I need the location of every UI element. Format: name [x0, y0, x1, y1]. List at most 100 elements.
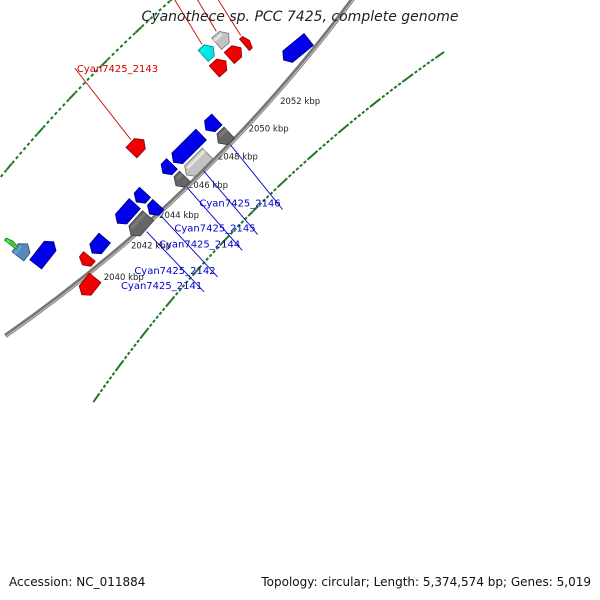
- gene-label[interactable]: Cyan7425_2146: [199, 199, 280, 210]
- tick-dot: [74, 90, 78, 94]
- gene-Cyan7425_2147[interactable]: [197, 44, 215, 62]
- tick-dot: [326, 139, 330, 144]
- tick-dot: [0, 173, 4, 178]
- tick-dot: [322, 143, 326, 147]
- tick-dot: [233, 227, 237, 232]
- gene-gene-2140-red[interactable]: [78, 251, 96, 267]
- gene-label[interactable]: Cyan7425_2142: [134, 266, 215, 277]
- tick-dot: [106, 56, 111, 61]
- tick-dot: [132, 32, 137, 36]
- tick-dot: [215, 246, 220, 250]
- tick-dot: [430, 58, 435, 62]
- tick-dot: [191, 272, 196, 277]
- tick-dot: [345, 123, 350, 128]
- tick-dot: [46, 120, 50, 125]
- gene-Cyan7425_2145-cds[interactable]: [171, 128, 207, 165]
- tick-dot: [414, 70, 418, 74]
- gene-gene-2140b-blue[interactable]: [89, 232, 111, 255]
- tick-dot: [158, 311, 163, 316]
- accession-text: Accession: NC_011884: [9, 575, 146, 589]
- gene-Cyan7425_2142[interactable]: [147, 198, 165, 216]
- gene-gene-2139-red[interactable]: [78, 272, 102, 296]
- gene-Cyan7425_2146-cds[interactable]: [204, 113, 223, 133]
- tick-dot: [385, 91, 390, 96]
- tick-dot: [30, 137, 35, 142]
- tick-dot: [249, 207, 257, 215]
- tick-dot: [181, 284, 186, 288]
- gene-highlight: [205, 115, 216, 125]
- leader-line: [160, 215, 218, 278]
- gene-label[interactable]: Cyan7425_2141: [121, 281, 202, 292]
- gene-highlight: [186, 149, 206, 170]
- tick-dot: [434, 55, 439, 59]
- tick-dot: [418, 67, 422, 71]
- gene-highlight: [13, 244, 23, 255]
- tick-dot: [98, 64, 103, 69]
- tick-dot: [153, 12, 158, 16]
- kbp-label: 2042 kbp: [131, 242, 171, 252]
- tick-dot: [178, 288, 182, 292]
- tick-dot: [403, 74, 412, 82]
- genome-summary-text: Topology: circular; Length: 5,374,574 bp…: [261, 575, 591, 589]
- tick-dot: [166, 0, 171, 4]
- gene-Cyan7425_2141[interactable]: [128, 210, 155, 237]
- gene-label[interactable]: Cyan7425_2144: [159, 239, 240, 250]
- tick-dot: [5, 162, 13, 171]
- tick-dot: [128, 36, 132, 40]
- gene-Cyan7425_2147-cds[interactable]: [208, 58, 228, 78]
- tick-dot: [111, 52, 115, 57]
- kbp-label: 2052 kbp: [280, 97, 320, 107]
- tick-dot: [3, 169, 8, 173]
- tick-dot: [155, 315, 159, 320]
- gene-Cyan7425_2145[interactable]: [184, 147, 214, 177]
- tick-dot: [226, 234, 230, 239]
- gene-highlight: [210, 60, 221, 70]
- tick-dot: [162, 4, 167, 8]
- tick-dot: [401, 79, 406, 83]
- gene-Cyan7425_2141-cds[interactable]: [114, 198, 141, 225]
- gene-Cyan7425_2142-cds[interactable]: [133, 186, 152, 204]
- gene-Cyan7425_2148-cds[interactable]: [223, 45, 243, 65]
- gene-highlight: [91, 234, 103, 248]
- tick-dot: [265, 195, 270, 199]
- tick-dot: [339, 125, 348, 132]
- tick-dot: [287, 173, 292, 178]
- leader-line: [217, 0, 242, 36]
- genome-backbone: [4, 0, 355, 338]
- tick-dot: [111, 372, 116, 376]
- gene-Cyan7425_2144[interactable]: [173, 170, 191, 188]
- tick-dot: [357, 113, 362, 118]
- gene-gene-2138-blue[interactable]: [29, 240, 57, 270]
- tick-dot: [369, 104, 374, 108]
- tick-dot: [158, 8, 162, 12]
- tick-dot: [120, 359, 125, 364]
- tick-dot: [171, 295, 176, 300]
- tick-dot: [208, 253, 213, 258]
- gene-Cyan7425_2143[interactable]: [125, 138, 146, 159]
- tick-dot: [377, 97, 382, 102]
- gene-features[interactable]: [3, 30, 314, 296]
- tick-dot: [422, 64, 427, 68]
- tick-dot: [50, 116, 54, 120]
- tick-dot: [409, 73, 414, 77]
- tick-dot: [145, 327, 150, 332]
- tick-dot: [96, 392, 101, 397]
- tick-dot: [365, 107, 370, 111]
- tick-dot: [284, 177, 288, 182]
- gene-label[interactable]: Cyan7425_2143: [77, 64, 158, 75]
- tick-dot: [26, 142, 31, 147]
- text-labels: Cyan7425_2141 Cyan7425_2142 Cyan7425_2143C…: [77, 64, 281, 292]
- gene-Cyan7425_2146[interactable]: [216, 126, 235, 146]
- tick-dot: [333, 133, 338, 137]
- tick-dot: [193, 266, 201, 275]
- gene-gene-2138-green[interactable]: [3, 237, 19, 250]
- tick-dot: [397, 82, 402, 86]
- tick-dot: [78, 85, 82, 90]
- tick-dot: [114, 367, 119, 372]
- tick-dot: [184, 280, 189, 285]
- gene-gene-2150-blue[interactable]: [282, 33, 314, 63]
- gene-Cyan7425_2144-cds[interactable]: [160, 158, 178, 176]
- gene-Cyan7425_2148[interactable]: [211, 30, 230, 50]
- gene-label[interactable]: Cyan7425_2145: [174, 223, 255, 234]
